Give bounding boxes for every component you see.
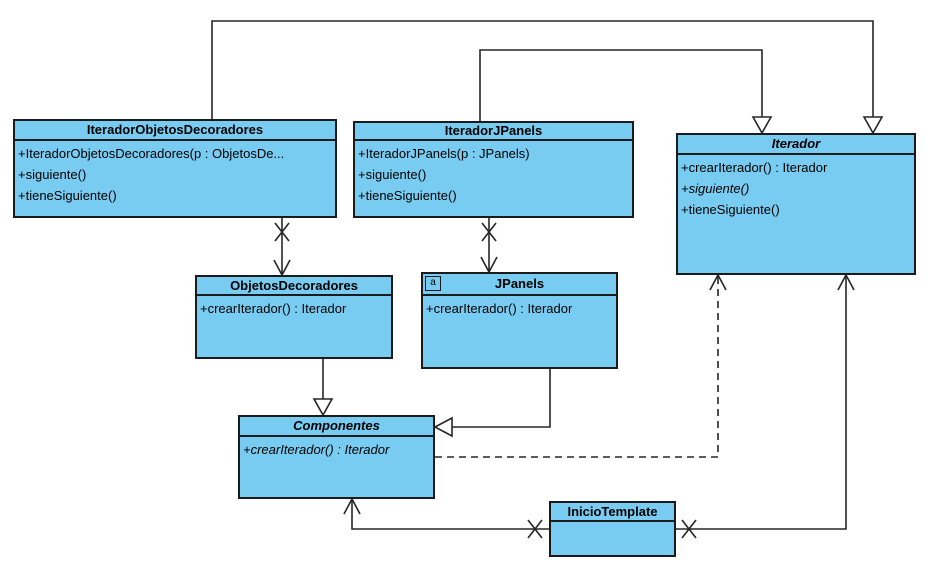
class-methods-inicio-template — [551, 522, 674, 526]
class-methods-componentes: +crearIterador() : Iterador — [240, 437, 433, 462]
x-mark-icon — [481, 222, 497, 242]
class-methods-objetos-decoradores: +crearIterador() : Iterador — [197, 296, 391, 321]
edge-generalization-iteradorobjetosdecoradores-to-iterador — [211, 20, 884, 135]
class-methods-iterador-jpanels: +IteradorJPanels(p : JPanels) +siguiente(… — [355, 141, 632, 208]
method: +tieneSiguiente() — [681, 202, 780, 217]
x-mark-icon — [274, 222, 290, 242]
edge-generalization-jpanels-to-componentes — [433, 369, 551, 438]
method: +IteradorJPanels(p : JPanels) — [358, 146, 530, 161]
open-arrowhead-icon — [343, 497, 361, 515]
class-title-jpanels: JPanels — [423, 274, 616, 296]
class-title-objetos-decoradores: ObjetosDecoradores — [197, 277, 391, 296]
method: +crearIterador() : Iterador — [200, 301, 347, 316]
method: +tieneSiguiente() — [18, 188, 117, 203]
class-iterador: Iterador +crearIterador() : Iterador +sigu… — [676, 133, 916, 275]
edge-association-iteradorobjetosdecoradores-to-objetosdecoradores — [273, 218, 291, 277]
method: +tieneSiguiente() — [358, 188, 457, 203]
class-title-inicio-template: InicioTemplate — [551, 503, 674, 522]
generalization-triangle-arrowhead-icon — [751, 116, 773, 135]
method: +crearIterador() : Iterador — [243, 442, 390, 457]
generalization-triangle-arrowhead-icon — [312, 398, 334, 417]
open-arrowhead-icon — [709, 273, 727, 291]
generalization-triangle-arrowhead-icon — [433, 416, 453, 438]
generalization-triangle-arrowhead-icon — [862, 116, 884, 135]
class-title-iterador-objetos-decoradores: IteradorObjetosDecoradores — [15, 121, 335, 141]
open-arrowhead-icon — [837, 273, 855, 291]
edge-dependency-componentes-to-iterador — [435, 273, 727, 458]
class-inicio-template: InicioTemplate — [549, 501, 676, 557]
edge-association-iniciotemplate-to-componentes — [343, 497, 549, 539]
method: +siguiente() — [358, 167, 427, 182]
method: +crearIterador() : Iterador — [426, 301, 573, 316]
class-methods-iterador: +crearIterador() : Iterador +siguiente() +… — [678, 155, 914, 222]
class-methods-iterador-objetos-decoradores: +IteradorObjetosDecoradores(p : ObjetosD… — [15, 141, 335, 208]
edge-association-iteradorjpanels-to-jpanels — [480, 218, 498, 274]
class-title-iterador-jpanels: IteradorJPanels — [355, 123, 632, 141]
class-title-componentes: Componentes — [240, 417, 433, 437]
class-iterador-objetos-decoradores: IteradorObjetosDecoradores +IteradorObjet… — [13, 119, 337, 218]
method: +crearIterador() : Iterador — [681, 160, 828, 175]
annotation-badge: a — [425, 276, 441, 291]
class-componentes: Componentes +crearIterador() : Iterador — [238, 415, 435, 499]
class-objetos-decoradores: ObjetosDecoradores +crearIterador() : Ite… — [195, 275, 393, 359]
method: +siguiente() — [18, 167, 87, 182]
class-title-iterador: Iterador — [678, 135, 914, 155]
edge-association-iniciotemplate-to-iterador — [676, 273, 855, 539]
method: +siguiente() — [681, 181, 750, 196]
edge-generalization-iteradorjpanels-to-iterador — [479, 49, 773, 135]
x-mark-icon — [681, 519, 697, 539]
class-iterador-jpanels: IteradorJPanels+IteradorJPanels(p : JPan… — [353, 121, 634, 218]
x-mark-icon — [527, 519, 543, 539]
edge-generalization-objetosdecoradores-to-componentes — [312, 359, 334, 417]
method: +IteradorObjetosDecoradores(p : ObjetosD… — [18, 146, 285, 161]
class-methods-jpanels: +crearIterador() : Iterador — [423, 296, 616, 321]
